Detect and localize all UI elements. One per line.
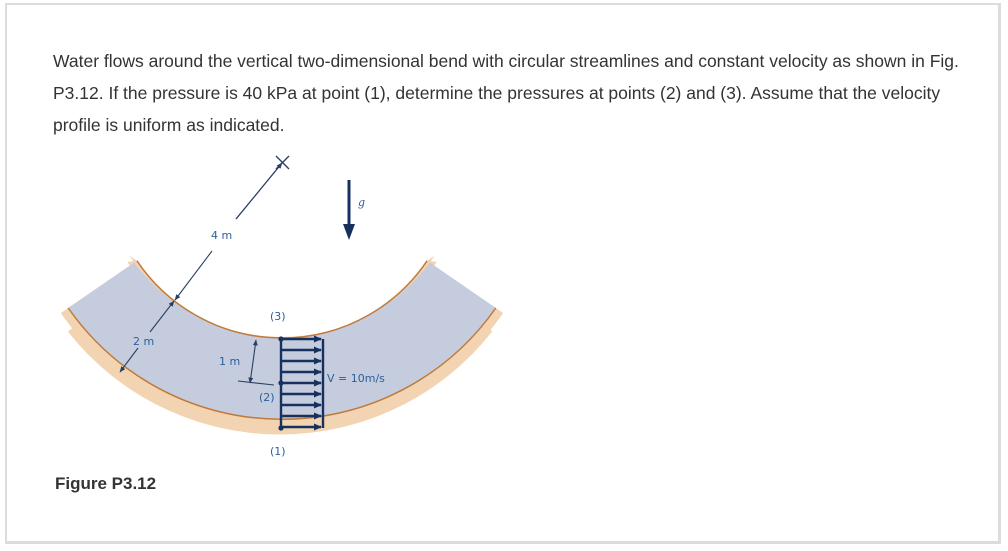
- point-1-label: (1): [270, 445, 286, 458]
- radius-label: 4 m: [211, 229, 232, 242]
- center-x-icon: [275, 155, 290, 170]
- point-3-label: (3): [270, 310, 286, 323]
- point-2-label: (2): [259, 391, 275, 404]
- point-1-marker: [278, 425, 284, 431]
- gravity-arrow-icon: [343, 180, 355, 240]
- velocity-profile: [279, 335, 325, 431]
- height-label: 1 m: [219, 355, 240, 368]
- width-dimension: [119, 300, 175, 373]
- question-card: [5, 3, 1001, 544]
- point-3-marker: [278, 336, 284, 342]
- point-2-marker: [278, 380, 284, 386]
- gravity-label: g: [358, 196, 365, 209]
- question-text: Water flows around the vertical two-dime…: [53, 51, 959, 135]
- figure-caption: Figure P3.12: [55, 474, 157, 493]
- radius-dimension: [174, 162, 283, 301]
- height-dimension: [237, 339, 275, 386]
- width-label: 2 m: [133, 335, 154, 348]
- velocity-label: V = 10m/s: [327, 372, 385, 385]
